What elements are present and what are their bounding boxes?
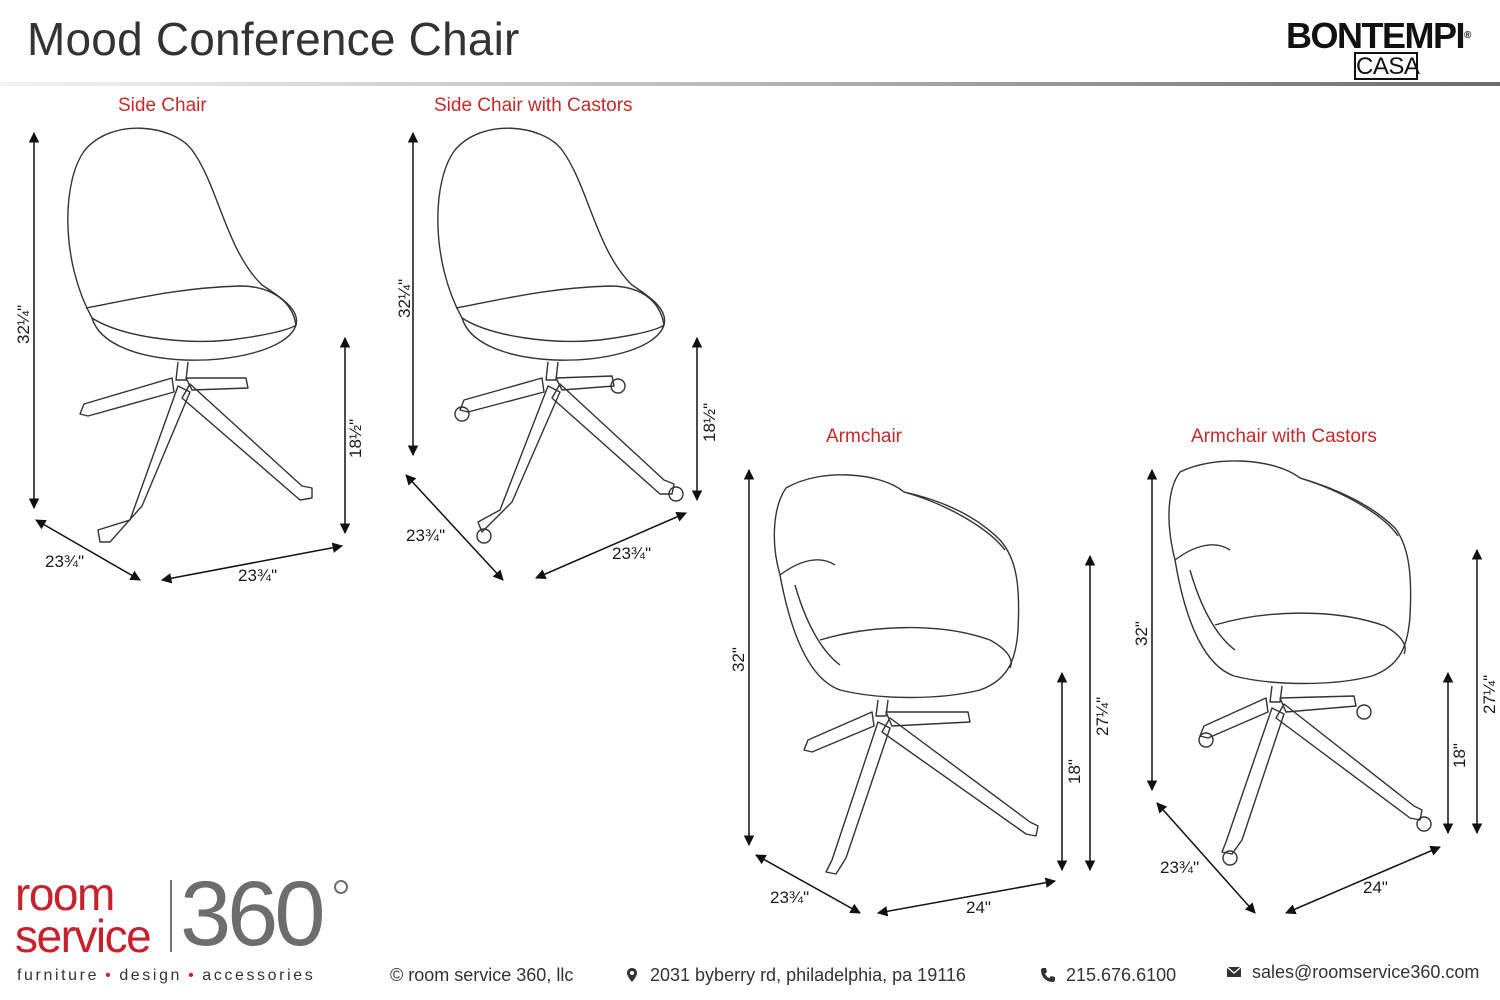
company-copyright: © room service 360, llc bbox=[390, 965, 574, 985]
phone: 215.676.6100 bbox=[1040, 965, 1176, 986]
logo-word-service: service bbox=[15, 910, 152, 962]
logo-degree-mark bbox=[334, 880, 348, 894]
armchair-castors-seat-height-label: 18" bbox=[1450, 743, 1469, 768]
tagline-furniture: furniture bbox=[17, 967, 100, 984]
brand-box bbox=[1354, 52, 1418, 80]
side-chair-width-label: 23¾" bbox=[238, 566, 278, 585]
bontempi-casa-logo: BONTEMPI® CASA bbox=[1286, 16, 1496, 82]
side-chair-castors-width-label: 23¾" bbox=[612, 544, 652, 563]
side-chair-castors-label: Side Chair with Castors bbox=[434, 95, 633, 116]
armchair-seat-height-label: 18" bbox=[1065, 759, 1084, 784]
brand-name: BONTEMPI bbox=[1286, 15, 1466, 56]
side-chair-castors-drawing bbox=[437, 127, 684, 544]
side-chair-width-arrow bbox=[160, 542, 344, 584]
logo-number: 360 bbox=[180, 863, 325, 965]
side-chair-label: Side Chair bbox=[118, 95, 207, 116]
side-chair-castors-depth-arrow bbox=[405, 474, 504, 581]
side-chair-seat-height-label: 18½" bbox=[346, 418, 365, 458]
armchair-castors-width-arrow bbox=[1285, 845, 1441, 915]
side-chair-drawing bbox=[67, 127, 313, 543]
armchair-castors-depth-arrow bbox=[1156, 802, 1256, 914]
side-chair-castors-seat-height-label: 18½" bbox=[700, 402, 719, 442]
armchair-width-label: 24" bbox=[966, 898, 991, 917]
tagline: furniture • design • accessories bbox=[17, 967, 315, 985]
side-chair-height-label: 32¼" bbox=[14, 304, 33, 344]
armchair-castors-height-label: 32" bbox=[1132, 621, 1151, 646]
tagline-separator: • bbox=[188, 967, 197, 984]
address-text: 2031 byberry rd, philadelphia, pa 19116 bbox=[650, 965, 966, 985]
header-divider bbox=[0, 82, 1500, 86]
tagline-design: design bbox=[119, 967, 183, 984]
side-chair-depth-arrow bbox=[35, 519, 141, 581]
armchair-depth-label: 23¾" bbox=[770, 888, 810, 907]
armchair-arm-height-label: 27¼" bbox=[1093, 696, 1112, 736]
email-link[interactable]: sales@roomservice360.com bbox=[1252, 962, 1480, 982]
armchair-castors-width-label: 24" bbox=[1363, 878, 1388, 897]
logo-word-room: room bbox=[15, 868, 115, 920]
email: sales@roomservice360.com bbox=[1226, 962, 1479, 983]
phone-icon bbox=[1041, 968, 1055, 982]
tagline-accessories: accessories bbox=[202, 967, 316, 984]
side-chair-depth-label: 23¾" bbox=[45, 552, 85, 571]
address: 2031 byberry rd, philadelphia, pa 19116 bbox=[624, 965, 966, 986]
armchair-castors-arm-height-label: 27¼" bbox=[1480, 674, 1499, 714]
armchair-label: Armchair bbox=[826, 426, 903, 447]
armchair-castors-dimensions bbox=[1146, 468, 1483, 915]
brand-registered-mark: ® bbox=[1464, 30, 1472, 41]
armchair-dimensions bbox=[743, 468, 1096, 917]
side-chair-castors-depth-label: 23¾" bbox=[406, 526, 446, 545]
phone-number[interactable]: 215.676.6100 bbox=[1066, 965, 1177, 985]
armchair-drawing bbox=[773, 474, 1039, 875]
logo-divider bbox=[170, 880, 172, 952]
armchair-castors-drawing bbox=[1168, 460, 1432, 866]
brand-sub: CASA bbox=[1356, 53, 1420, 80]
side-chair-castors-width-arrow bbox=[535, 511, 687, 580]
side-chair-castors-height-label: 32¼" bbox=[395, 278, 414, 318]
map-pin-icon bbox=[627, 968, 637, 982]
side-chair-dimensions bbox=[28, 131, 351, 584]
armchair-height-label: 32" bbox=[729, 647, 748, 672]
armchair-castors-depth-label: 23¾" bbox=[1160, 858, 1200, 877]
page-title: Mood Conference Chair bbox=[27, 13, 520, 65]
armchair-depth-arrow bbox=[755, 854, 861, 914]
armchair-width-arrow bbox=[876, 877, 1057, 917]
side-chair-castors-dimensions bbox=[405, 131, 703, 581]
armchair-castors-label: Armchair with Castors bbox=[1191, 426, 1377, 447]
envelope-icon bbox=[1226, 966, 1242, 977]
tagline-separator: • bbox=[105, 967, 114, 984]
